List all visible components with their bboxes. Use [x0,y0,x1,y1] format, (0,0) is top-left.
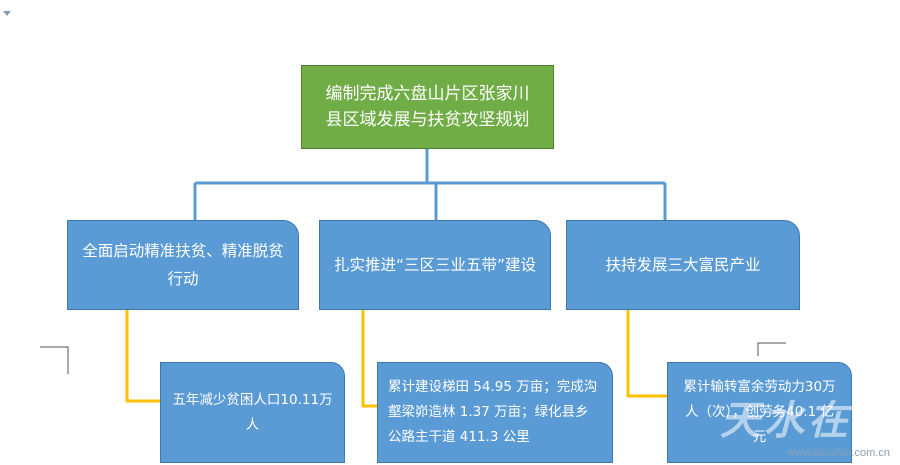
branch-node-text: 扎实推进“三区三业五带”建设 [333,256,537,274]
root-node: 编制完成六盘山片区张家川县区域发展与扶贫攻坚规划 [301,65,554,149]
leaf-connector-2 [361,310,377,408]
page-corner-marks [40,342,786,374]
tree-connectors [193,149,667,220]
dropdown-arrow-icon[interactable] [3,11,11,16]
watermark-logo: 天水在线 [720,398,896,444]
leaf-connectors [125,310,667,408]
leaf-node-text: 累计输转富余劳动力30万人（次），创劳务40.1 亿元 [683,379,836,445]
root-node-text: 编制完成六盘山片区张家川县区域发展与扶贫攻坚规划 [325,84,530,130]
branch-node-text: 全面启动精准扶贫、精准脱贫行动 [82,242,284,288]
corner-mark-right [757,342,786,356]
branch-node-1: 全面启动精准扶贫、精准脱贫行动 [67,220,299,310]
leaf-node-text: 五年减少贫困人口10.11万人 [172,391,333,433]
branch-node-3: 扶持发展三大富民产业 [566,220,800,310]
branch-node-text: 扶持发展三大富民产业 [605,256,761,274]
leaf-node-text: 累计建设梯田 54.95 万亩；完成沟壑梁峁造林 1.37 万亩；绿化县乡公路主… [388,379,598,445]
branch-node-2: 扎实推进“三区三业五带”建设 [319,220,551,310]
corner-mark-left [40,346,69,374]
leaf-connector-1 [125,310,160,403]
leaf-node-1: 五年减少贫困人口10.11万人 [160,362,345,463]
leaf-node-2: 累计建设梯田 54.95 万亩；完成沟壑梁峁造林 1.37 万亩；绿化县乡公路主… [377,362,613,463]
watermark-url: www.tianshui.com.cn [787,447,890,459]
leaf-node-3: 累计输转富余劳动力30万人（次），创劳务40.1 亿元 [667,362,852,463]
leaf-connector-3 [626,310,667,398]
